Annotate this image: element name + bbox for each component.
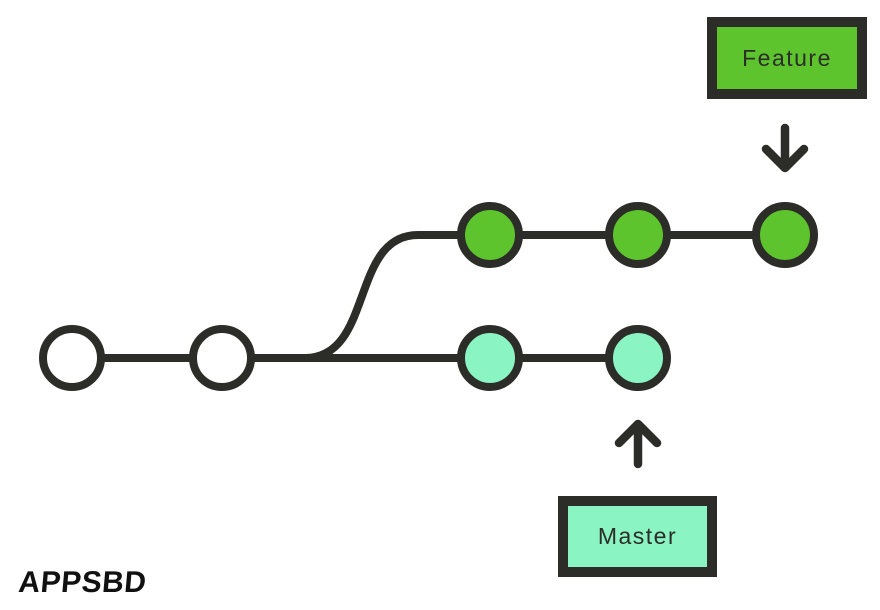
commit-node-initial-1 xyxy=(39,325,105,391)
feature-label-text: Feature xyxy=(742,44,832,71)
commit-node-master-1 xyxy=(457,325,523,391)
commit-node-feature-1 xyxy=(457,202,523,268)
commit-node-feature-2 xyxy=(605,202,671,268)
appsbd-logo: APPSBD xyxy=(17,566,149,599)
arrow-up-icon xyxy=(614,419,662,469)
feature-branch-line xyxy=(304,231,785,362)
master-branch-label: Master xyxy=(558,496,717,577)
master-label-text: Master xyxy=(597,523,678,549)
commit-node-master-2 xyxy=(605,325,671,391)
feature-branch-label: Feature xyxy=(707,17,867,99)
commit-node-initial-2 xyxy=(189,325,255,391)
commit-node-feature-3 xyxy=(752,202,818,268)
arrow-down-icon xyxy=(761,123,809,173)
